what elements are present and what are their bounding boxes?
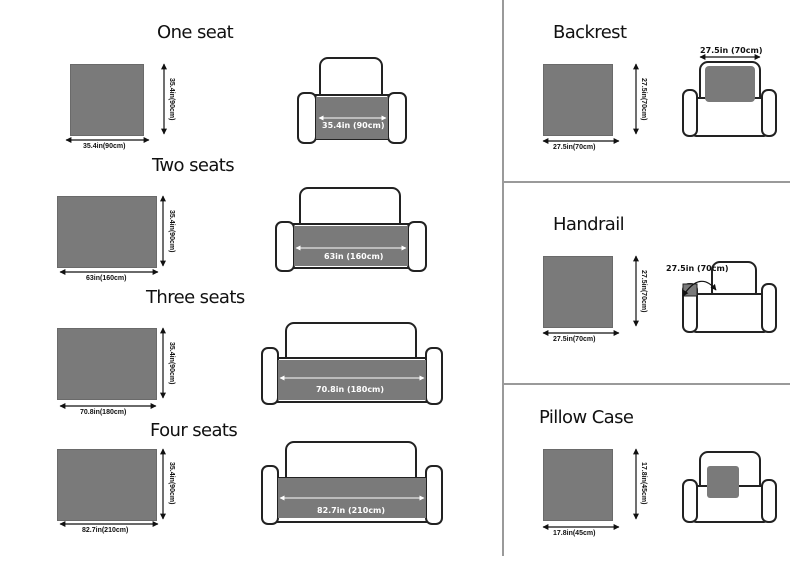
- pillow-case-title: Pillow Case: [539, 407, 634, 428]
- pillow-case-width-label: 17.8in(45cm): [553, 530, 596, 537]
- three-seats-height-label: 35.4in(90cm): [168, 342, 175, 385]
- one-seat-height-label: 35.4in(90cm): [168, 78, 175, 121]
- four-seats-sofa-label: 82.7in (210cm): [317, 506, 386, 515]
- backrest-title: Backrest: [553, 22, 627, 43]
- one-seat-swatch: [70, 64, 144, 136]
- one-seat-width-label: 35.4in(90cm): [83, 143, 126, 150]
- two-seats-sofa-label: 63in (160cm): [324, 252, 384, 261]
- one-seat-sofa-label: 35.4in (90cm): [322, 121, 385, 130]
- handrail-swatch: [543, 256, 613, 328]
- pillow-case-swatch: [543, 449, 613, 521]
- two-seats-width-label: 63in(160cm): [86, 275, 127, 282]
- horizontal-divider-bottom: [504, 383, 790, 385]
- handrail-height-label: 27.5in(70cm): [640, 270, 647, 313]
- backrest-height-label: 27.5in(70cm): [640, 78, 647, 121]
- four-seats-swatch: [57, 449, 157, 521]
- backrest-width-label: 27.5in(70cm): [553, 144, 596, 151]
- three-seats-swatch: [57, 328, 157, 400]
- horizontal-divider-top: [504, 181, 790, 183]
- handrail-width-label: 27.5in(70cm): [553, 336, 596, 343]
- two-seats-title: Two seats: [152, 155, 235, 176]
- two-seats-height-label: 35.4in(90cm): [168, 210, 175, 253]
- vertical-divider: [502, 0, 504, 556]
- pillow-case-height-label: 17.8in(45cm): [640, 462, 647, 505]
- three-seats-title: Three seats: [146, 287, 245, 308]
- four-seats-title: Four seats: [150, 420, 238, 441]
- four-seats-width-label: 82.7in(210cm): [82, 527, 129, 534]
- backrest-swatch: [543, 64, 613, 136]
- handrail-sofa-label: 27.5in (70cm): [666, 264, 729, 273]
- handrail-title: Handrail: [553, 214, 625, 235]
- one-seat-title: One seat: [157, 22, 234, 43]
- three-seats-sofa-label: 70.8in (180cm): [316, 385, 385, 394]
- two-seats-swatch: [57, 196, 157, 268]
- three-seats-width-label: 70.8in(180cm): [80, 409, 127, 416]
- four-seats-height-label: 35.4in(90cm): [168, 462, 175, 505]
- backrest-sofa-label: 27.5in (70cm): [700, 46, 763, 55]
